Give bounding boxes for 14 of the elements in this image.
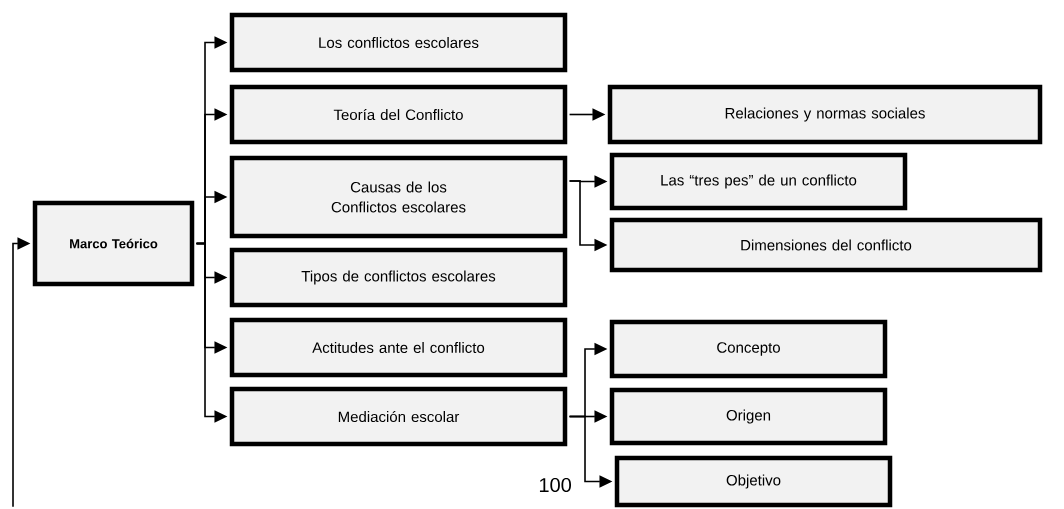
topic-box: Dimensiones del conflicto <box>609 217 1043 273</box>
topic-box: Actitudes ante el conflicto <box>229 317 568 378</box>
topic-box: Mediación escolar <box>229 386 568 447</box>
topic-box: Marco Teórico <box>32 200 195 287</box>
topic-box: Concepto <box>609 319 888 379</box>
topic-box: Objetivo <box>614 455 893 508</box>
topic-box: Causas de los Conflictos escolares <box>229 155 568 239</box>
topic-box: Las “tres pes” de un conflicto <box>609 152 908 211</box>
page-number: 100 <box>539 477 571 493</box>
topic-box: Los conflictos escolares <box>229 12 568 73</box>
topic-box: Teoría del Conflicto <box>229 84 568 145</box>
topic-box: Tipos de conflictos escolares <box>229 247 568 308</box>
topic-box: Origen <box>609 387 888 446</box>
topic-box: Relaciones y normas sociales <box>607 84 1043 145</box>
